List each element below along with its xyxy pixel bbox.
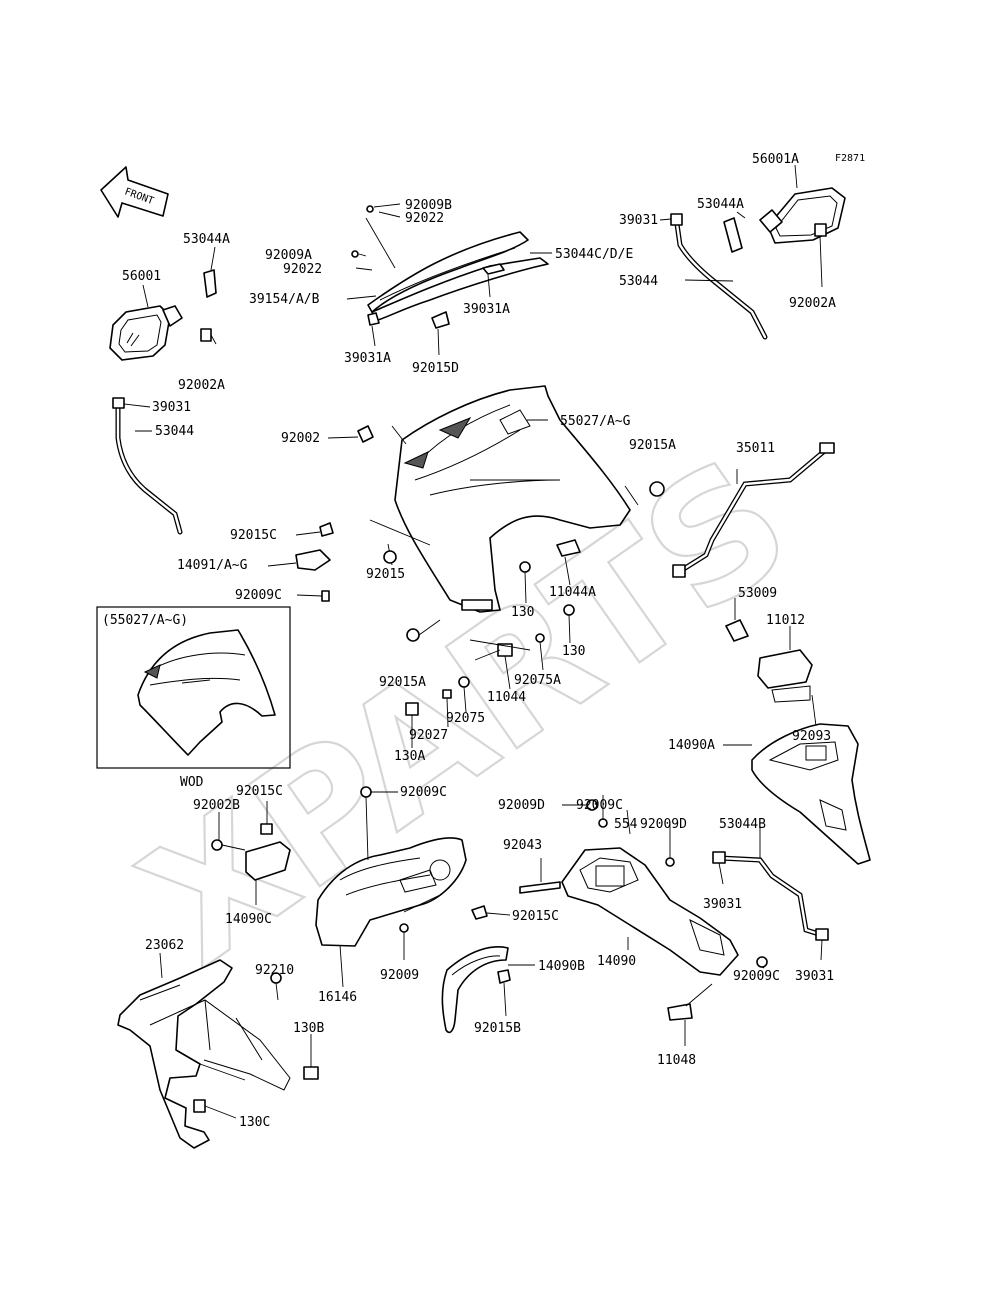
label-92022-b: 92022 [283, 262, 322, 277]
label-92009A: 92009A [265, 248, 312, 263]
label-92009D-a: 92009D [498, 798, 545, 813]
label-130-a: 130 [511, 605, 534, 620]
label-14090: 14090 [597, 954, 636, 969]
label-92002: 92002 [281, 431, 320, 446]
label-11012: 11012 [766, 613, 805, 628]
meter-panel-drawing [315, 786, 511, 988]
label-53044A-right: 53044A [697, 197, 744, 212]
meter-unit-drawing [725, 598, 817, 727]
label-92043: 92043 [503, 838, 542, 853]
label-92075A: 92075A [514, 673, 561, 688]
label-39031A-left: 39031A [344, 351, 391, 366]
label-53044B: 53044B [719, 817, 766, 832]
label-39031-mid: 39031 [703, 897, 742, 912]
inset-model: WOD [180, 775, 204, 790]
label-11044: 11044 [487, 690, 526, 705]
upper-cowl-drawing [369, 385, 639, 613]
label-39031-top: 39031 [619, 213, 658, 228]
label-53044-left: 53044 [155, 424, 194, 439]
label-92210: 92210 [255, 963, 294, 978]
inner-cover-14090-drawing [519, 795, 768, 1046]
label-14090C: 14090C [225, 912, 272, 927]
label-130B: 130B [293, 1021, 324, 1036]
label-92009D-b: 92009D [640, 817, 687, 832]
label-11044A: 11044A [549, 585, 596, 600]
label-92015A-top: 92015A [629, 438, 676, 453]
label-92027: 92027 [409, 728, 448, 743]
frame-stay-drawing [117, 952, 319, 1149]
front-arrow-icon: FRONT [100, 166, 169, 218]
label-130A: 130A [394, 749, 425, 764]
label-92002A-left: 92002A [178, 378, 225, 393]
label-92009B: 92009B [405, 198, 452, 213]
inset-box [96, 606, 291, 769]
inset-caption: (55027/A~G) [102, 613, 188, 628]
label-55027AG: 55027/A~G [560, 414, 631, 429]
label-39031-bottom: 39031 [795, 969, 834, 984]
right-stay-drawing [659, 213, 768, 340]
label-130C: 130C [239, 1115, 270, 1130]
label-14090B: 14090B [538, 959, 585, 974]
label-92093: 92093 [792, 729, 831, 744]
label-92009C-mid: 92009C [400, 785, 447, 800]
label-92015C-left: 92015C [230, 528, 277, 543]
label-92015B: 92015B [474, 1021, 521, 1036]
label-35011: 35011 [736, 441, 775, 456]
inner-cover-14090A-drawing [723, 723, 871, 865]
label-92009C-top: 92009C [576, 798, 623, 813]
label-39031-left: 39031 [152, 400, 191, 415]
label-92075: 92075 [446, 711, 485, 726]
cover-14090B-drawing [441, 946, 535, 1034]
label-39154AB: 39154/A/B [249, 292, 320, 307]
label-92015A-bottom: 92015A [379, 675, 426, 690]
callout-labels: 56001A 53044A 39031 53044 92002A 92009B … [102, 152, 836, 1130]
left-stay-drawing [112, 397, 183, 535]
label-56001: 56001 [122, 269, 161, 284]
tube-35011-drawing [672, 442, 835, 578]
figure-code: F2871 [835, 153, 865, 164]
label-92015D: 92015D [412, 361, 459, 376]
label-14091AG: 14091/A~G [177, 558, 248, 573]
label-14090A: 14090A [668, 738, 715, 753]
left-mirror-drawing [109, 246, 217, 361]
label-92022-a: 92022 [405, 211, 444, 226]
cowl-hardware-drawing [267, 425, 665, 748]
label-92002B: 92002B [193, 798, 240, 813]
label-23062: 23062 [145, 938, 184, 953]
label-92002A-right: 92002A [789, 296, 836, 311]
label-92009C-left: 92009C [235, 588, 282, 603]
cable-53044B-drawing [712, 822, 829, 961]
label-554: 554 [614, 817, 638, 832]
label-53044A-left: 53044A [183, 232, 230, 247]
label-130-b: 130 [562, 644, 585, 659]
label-92009: 92009 [380, 968, 419, 983]
label-53044-right: 53044 [619, 274, 658, 289]
label-16146: 16146 [318, 990, 357, 1005]
label-92015C-mid: 92015C [512, 909, 559, 924]
label-53009: 53009 [738, 586, 777, 601]
label-39031A-right: 39031A [463, 302, 510, 317]
label-53044CDE: 53044C/D/E [555, 247, 633, 262]
lower-left-hardware-drawing [211, 801, 291, 905]
windshield-drawing [346, 203, 552, 356]
label-56001A: 56001A [752, 152, 799, 167]
label-92015: 92015 [366, 567, 405, 582]
label-11048: 11048 [657, 1053, 696, 1068]
right-mirror-drawing [723, 164, 846, 288]
label-92015C-top: 92015C [236, 784, 283, 799]
label-92009C-right: 92009C [733, 969, 780, 984]
